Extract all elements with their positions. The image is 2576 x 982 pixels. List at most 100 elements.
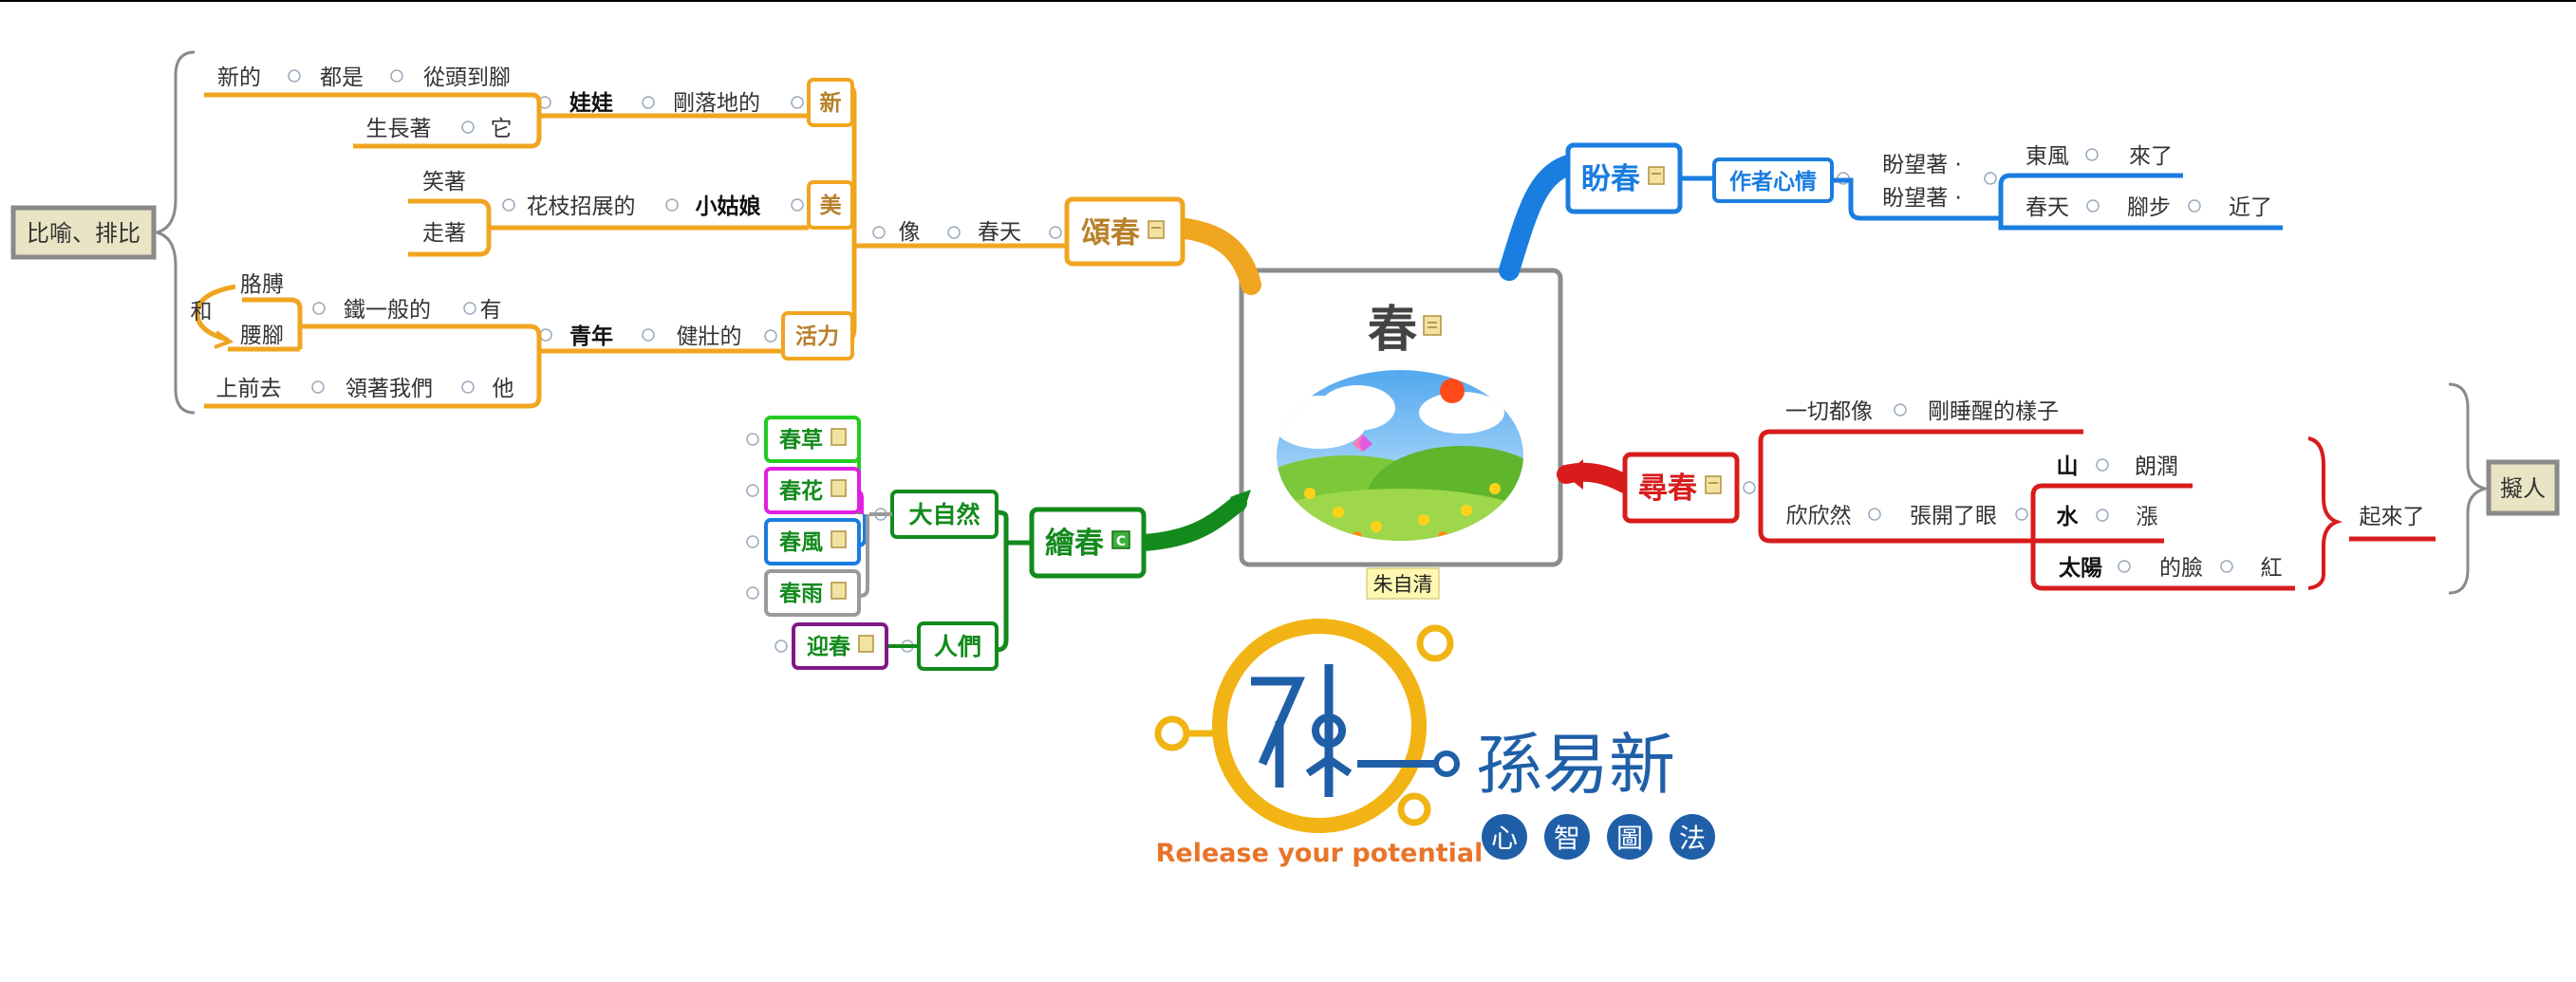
node-song-chun[interactable]: 頌春 [1064,196,1185,267]
node-huoli[interactable]: 活力 [781,311,854,361]
node-chuncao-label: 春草 [778,428,823,453]
label-xinde: 新的 [217,65,261,90]
collapse-toggle[interactable] [1743,481,1756,494]
note-icon[interactable] [1423,315,1442,336]
collapse-toggle[interactable] [791,96,804,109]
expand-toggle[interactable] [746,433,759,446]
label-shengzhangzhe: 生長著 [366,117,432,141]
collapse-toggle[interactable] [2220,560,2233,573]
node-mei-label: 美 [820,193,842,218]
label-delian: 的臉 [2159,556,2203,581]
label-doushi: 都是 [320,65,364,90]
side-label-biyu-paibi[interactable]: 比喻、排比 [10,205,157,260]
collapse-toggle[interactable] [2096,509,2109,522]
label-wawa: 娃娃 [569,91,613,116]
label-laile: 來了 [2129,144,2173,169]
note-icon[interactable] [831,479,847,497]
branch-pan-chun: 盼春 作者心情 盼望著 · 盼望著 · 東風 來了 春天 腳步 近了 [1499,142,2283,281]
expand-toggle[interactable] [775,639,788,653]
node-yingchun[interactable]: 迎春 [792,622,888,670]
collapse-toggle[interactable] [791,198,804,212]
note-icon[interactable] [1148,220,1165,239]
expand-toggle[interactable] [746,484,759,497]
node-pan-chun[interactable]: 盼春 [1565,142,1683,214]
collapse-toggle[interactable] [2085,148,2099,161]
left-brace [156,50,196,415]
collapse-toggle[interactable] [502,198,515,212]
label-ta-he: 他 [493,377,514,401]
note-icon[interactable] [1705,475,1722,494]
node-chunyu[interactable]: 春雨 [764,569,861,617]
note-icon[interactable] [831,428,847,446]
note-icon[interactable] [831,582,847,600]
node-daziran[interactable]: 大自然 [890,490,999,539]
branch-pan-chun-connector [1499,153,1586,281]
note-icon[interactable] [831,530,847,548]
node-chunhua[interactable]: 春花 [764,467,861,514]
author-label: 朱自清 [1373,573,1433,596]
logo-char-4: 法 [1679,823,1706,854]
label-zhang: 漲 [2137,505,2158,529]
collapse-toggle[interactable] [947,226,961,239]
note-icon[interactable] [1648,166,1665,185]
label-hong: 紅 [2261,556,2283,581]
collapse-toggle[interactable] [311,380,325,394]
node-mei[interactable]: 美 [807,180,854,230]
label-gangshuixing: 剛睡醒的樣子 [1928,399,2059,424]
logo-brand: 孫易新 [1476,726,1675,804]
node-pan-chun-label: 盼春 [1581,162,1640,196]
collapse-toggle[interactable] [463,302,476,315]
collapse-toggle[interactable] [2096,458,2109,472]
collapse-toggle[interactable] [1868,508,1881,521]
collapse-toggle[interactable] [461,120,475,134]
author-tag [1366,567,1440,600]
label-jiaobu: 腳步 [2127,195,2171,220]
collapse-toggle[interactable] [872,226,886,239]
collapse-toggle[interactable] [642,328,655,342]
side-label-niren-text: 擬人 [2500,475,2546,502]
collapse-toggle[interactable] [288,69,301,83]
node-chunfeng[interactable]: 春風 [764,518,861,565]
collapse-toggle[interactable] [461,380,475,394]
label-chuntian: 春天 [978,220,1021,245]
collapse-toggle[interactable] [312,302,326,315]
node-chuncao[interactable]: 春草 [764,416,861,463]
collapse-toggle[interactable] [665,198,679,212]
collapse-toggle[interactable] [390,69,403,83]
node-hui-chun[interactable]: 繪春 C [1029,507,1147,579]
collapse-toggle[interactable] [1984,172,1997,185]
collapse-toggle[interactable] [764,329,777,343]
label-xinxinran: 欣欣然 [1786,504,1852,528]
node-renmen[interactable]: 人們 [917,621,999,671]
expand-toggle[interactable] [746,586,759,600]
attachment-badge[interactable] [1111,530,1130,549]
label-shangqianqu: 上前去 [216,377,282,401]
collapse-toggle[interactable] [2118,560,2131,573]
label-lingzhewomen: 領著我們 [345,377,433,401]
label-langrun: 朗潤 [2135,454,2178,479]
branch-song-chun-connector [1167,217,1261,295]
note-icon[interactable] [858,635,874,653]
label-chuntian-blue: 春天 [2025,195,2069,220]
central-node[interactable]: 春 [1239,268,1563,600]
node-xin[interactable]: 新 [807,78,854,127]
collapse-toggle[interactable] [2015,508,2028,521]
node-xun-chun[interactable]: 尋春 [1622,452,1740,524]
collapse-toggle[interactable] [2086,199,2100,213]
label-taiyang: 太陽 [2059,556,2102,581]
collapse-toggle[interactable] [539,328,552,342]
expand-toggle[interactable] [746,535,759,548]
logo-tagline: Release your potential [1156,839,1484,868]
collapse-toggle[interactable] [1894,403,1907,417]
label-dongfeng: 東風 [2025,144,2069,169]
node-zuozhe-xinqing[interactable]: 作者心情 [1712,157,1834,203]
side-label-niren[interactable]: 擬人 [2486,459,2560,516]
collapse-toggle[interactable] [642,96,655,109]
label-he: 和 [191,300,213,324]
label-panwangzhe-1: 盼望著 · [1882,153,1962,177]
label-huazhizhaozhande: 花枝招展的 [527,195,636,219]
collapse-toggle[interactable] [2188,199,2201,213]
logo-char-1: 心 [1491,823,1518,854]
collapse-toggle[interactable] [1049,226,1062,239]
